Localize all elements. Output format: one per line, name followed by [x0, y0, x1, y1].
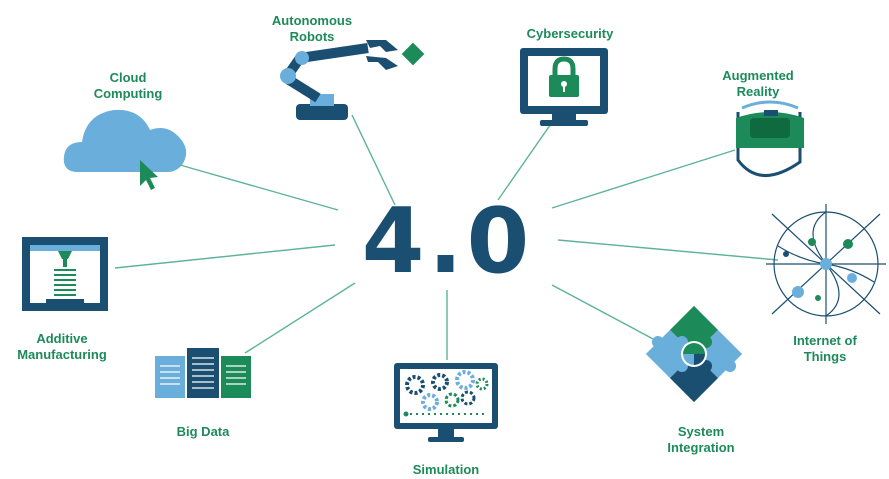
- label-cybersecurity: Cybersecurity: [526, 26, 614, 41]
- connector-integration: [551, 284, 656, 341]
- 3d-printer-icon: [22, 237, 108, 311]
- label-autonomous-robots: Autonomous Robots: [271, 13, 353, 44]
- label-augmented-reality: Augmented Reality: [722, 68, 794, 99]
- label-additive-manufacturing: Additive Manufacturing: [17, 331, 107, 362]
- robot-arm-icon: [280, 40, 425, 120]
- vr-headset-icon: [736, 100, 804, 177]
- connector-iot: [557, 239, 779, 261]
- server-racks-icon: [155, 348, 251, 398]
- label-system-integration: System Integration: [667, 424, 735, 455]
- cloud-cursor-icon: [63, 109, 187, 190]
- center-label: 4.0: [361, 189, 534, 294]
- connector-ar: [551, 149, 736, 209]
- network-globe-icon: [766, 204, 886, 324]
- connector-robots: [351, 114, 396, 206]
- connector-lines: [114, 114, 779, 360]
- label-big-data: Big Data: [176, 424, 230, 439]
- puzzle-icon: [645, 305, 743, 403]
- monitor-gears-icon: [394, 363, 498, 442]
- connector-additive: [114, 244, 336, 269]
- monitor-lock-icon: [520, 48, 608, 126]
- connector-cyber: [497, 117, 556, 201]
- connector-bigdata: [244, 282, 356, 354]
- connector-cloud: [179, 164, 339, 211]
- label-simulation: Simulation: [412, 462, 480, 477]
- label-cloud-computing: Cloud Computing: [93, 70, 163, 101]
- label-internet-of-things: Internet of Things: [793, 333, 857, 364]
